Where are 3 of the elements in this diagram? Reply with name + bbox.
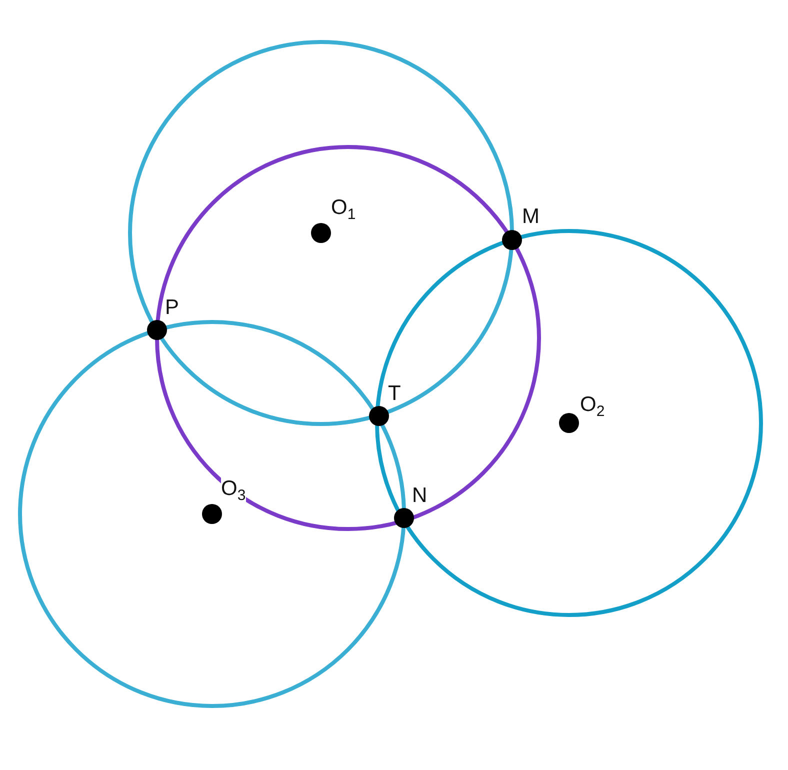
- point-label: O$_{3}$: [221, 478, 246, 503]
- point-label: O$_{1}$: [331, 197, 356, 222]
- point-label: O$_{2}$: [580, 394, 605, 419]
